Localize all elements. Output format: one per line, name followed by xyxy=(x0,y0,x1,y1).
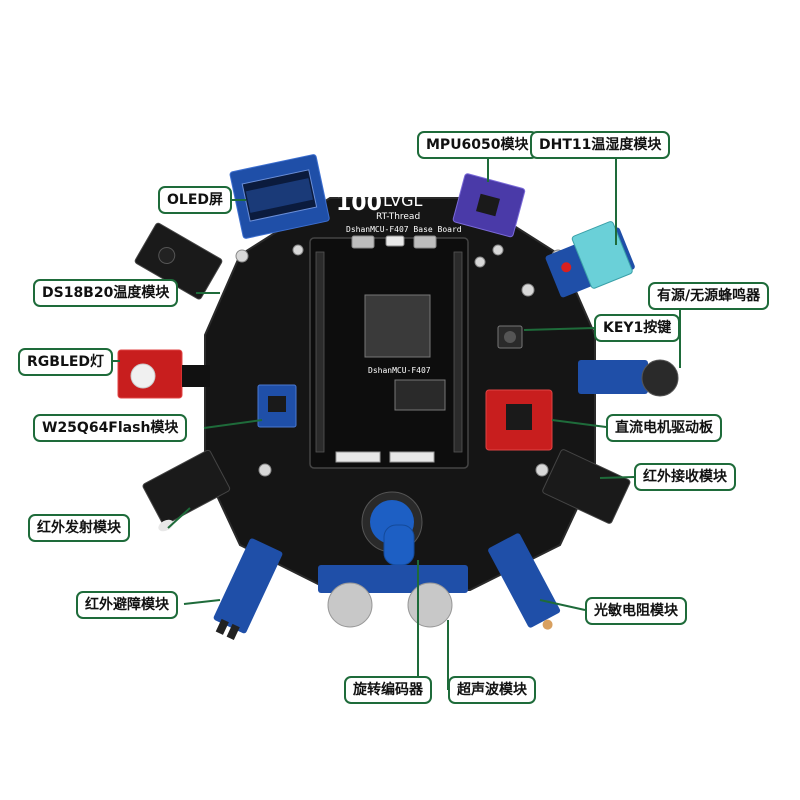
mcu-chip xyxy=(364,294,431,358)
logo-lvgl: LVGL xyxy=(383,191,423,210)
motor-driver-module xyxy=(485,389,553,451)
ir-transmitter-module xyxy=(142,449,231,532)
label-flash: W25Q64Flash模块 xyxy=(33,414,188,442)
logo-rtthread: RT-Thread xyxy=(376,212,420,222)
mcu-name: DshanMCU-F407 xyxy=(368,366,431,375)
label-dht11: DHT11温湿度模块 xyxy=(530,131,671,159)
flash-module xyxy=(257,384,297,428)
label-encoder: 旋转编码器 xyxy=(344,676,432,704)
label-ir-send: 红外发射模块 xyxy=(28,514,130,542)
rgbled-module xyxy=(117,349,210,399)
label-rgbled: RGBLED灯 xyxy=(18,348,114,376)
label-photo: 光敏电阻模块 xyxy=(585,597,687,625)
label-ir-recv: 红外接收模块 xyxy=(634,463,736,491)
photoresistor-module xyxy=(488,533,561,630)
label-motor: 直流电机驱动板 xyxy=(606,414,722,442)
ultrasonic-module xyxy=(318,565,468,628)
oled-module xyxy=(229,154,330,239)
buzzer-module xyxy=(578,359,679,397)
usb-connectors xyxy=(351,235,437,249)
pin-headers xyxy=(315,251,463,453)
ethernet-chip xyxy=(394,379,446,411)
label-ultrasonic: 超声波模块 xyxy=(448,676,536,704)
label-buzzer: 有源/无源蜂鸣器 xyxy=(648,282,770,310)
board-name: DshanMCU-F407 Base Board xyxy=(346,225,462,234)
label-key1: KEY1按键 xyxy=(594,314,681,342)
ffc-connectors xyxy=(335,451,435,463)
mounting-holes xyxy=(235,244,565,477)
key1-button xyxy=(497,325,523,349)
label-ir-avoid: 红外避障模块 xyxy=(76,591,178,619)
mpu6050-module xyxy=(452,173,526,238)
label-mpu6050: MPU6050模块 xyxy=(417,131,538,159)
ds18b20-module xyxy=(134,222,223,300)
ir-receiver-module xyxy=(542,449,631,524)
logo-number: 100 xyxy=(336,191,382,216)
dht11-module xyxy=(545,221,635,298)
ir-avoid-module xyxy=(213,538,283,640)
label-oled: OLED屏 xyxy=(158,186,233,214)
rotary-encoder xyxy=(361,491,423,566)
label-ds18b20: DS18B20温度模块 xyxy=(33,279,179,307)
